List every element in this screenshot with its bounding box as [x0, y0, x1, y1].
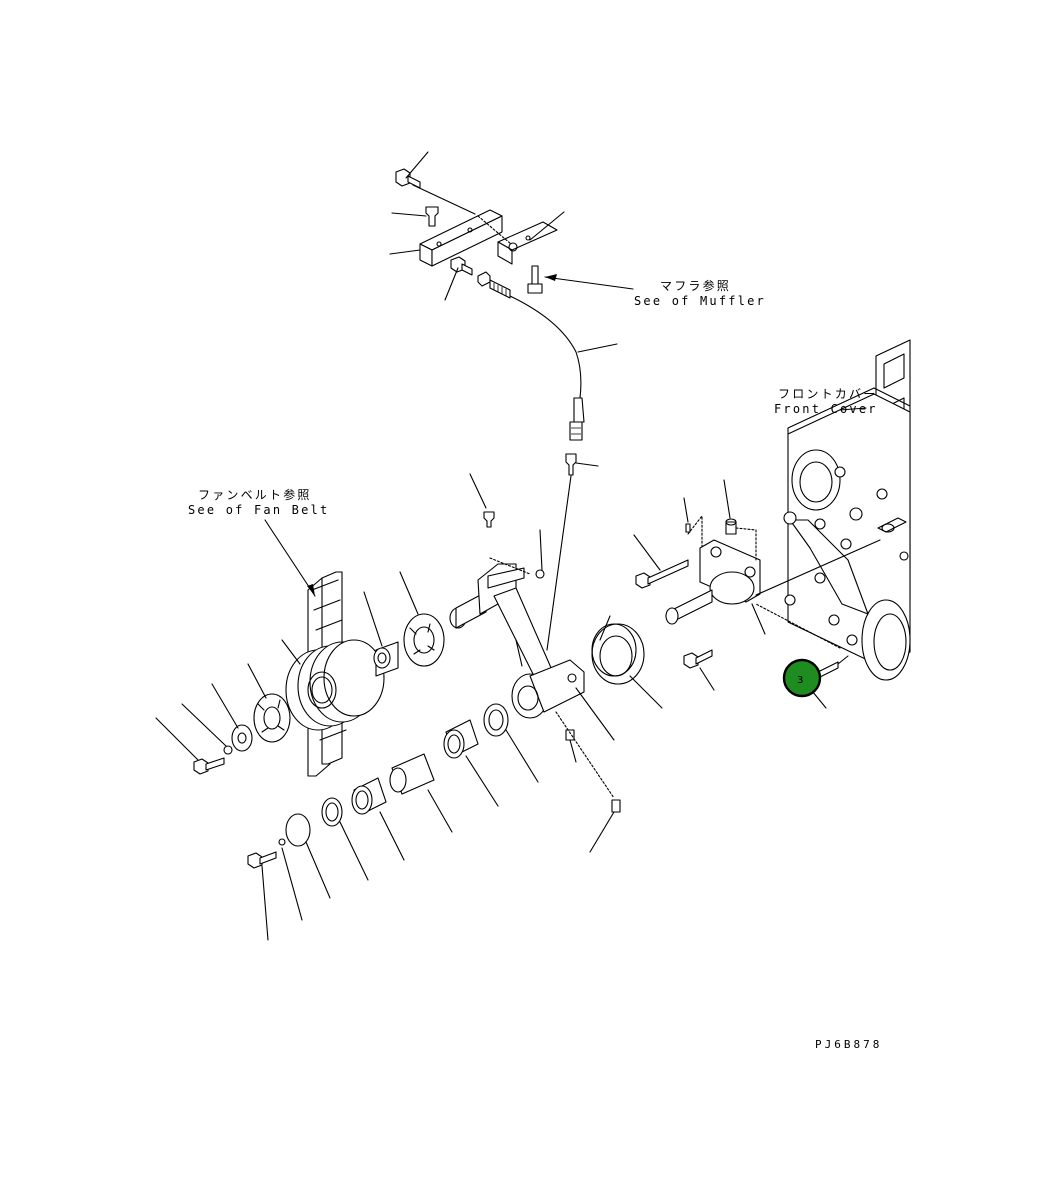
- spring: [591, 615, 663, 709]
- muffler-label-en: See of Muffler: [634, 294, 766, 308]
- callout-balloon[interactable]: 3: [782, 658, 822, 698]
- bracket-assembly: [389, 151, 634, 301]
- muffler-label-jp: マフラ参照: [660, 279, 732, 293]
- callout-number: 3: [797, 675, 803, 686]
- front-cover-label-jp: フロントカバー: [778, 387, 878, 401]
- fan-belt-label-en: See of Fan Belt: [188, 503, 330, 517]
- bearings-row: [247, 703, 539, 941]
- callout-circle[interactable]: [782, 658, 822, 698]
- drawing-code: PJ6B878: [815, 1038, 883, 1051]
- control-cable: [477, 271, 618, 651]
- tension-arm: [449, 473, 621, 853]
- fan-belt-label-jp: ファンベルト参照: [198, 488, 312, 502]
- pulley-assembly: [155, 519, 445, 777]
- front-cover: [783, 339, 911, 681]
- front-cover-label-en: Front Cover: [774, 402, 878, 416]
